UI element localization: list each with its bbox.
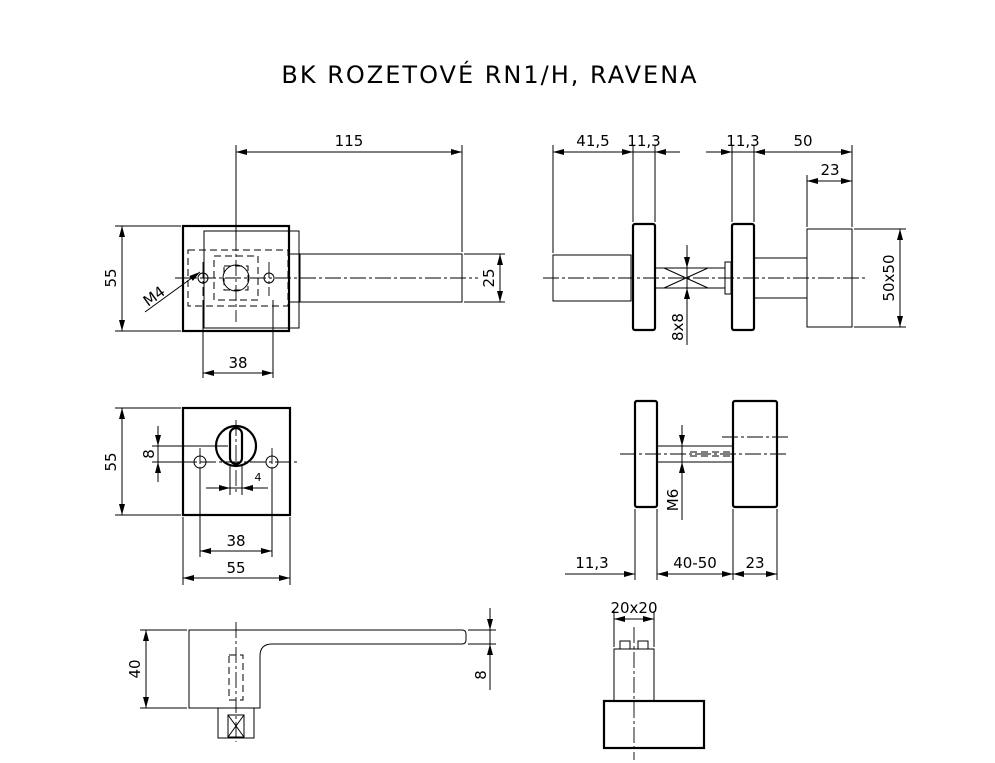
- dim-50: 50: [793, 132, 812, 150]
- dim-23-top: 23: [820, 161, 839, 179]
- dim-40: 40: [126, 659, 144, 678]
- lever-profile: [188, 629, 467, 709]
- front-view: 55 8 4 38 55: [102, 406, 298, 585]
- dim-55-front-v: 55: [102, 452, 120, 471]
- top-view: M4 115 55 25 38: [102, 132, 505, 378]
- dim-20x20: 20x20: [610, 599, 657, 617]
- dim-11-3-a: 11,3: [627, 132, 660, 150]
- dim-11-3-b: 11,3: [726, 132, 759, 150]
- dim-50x50: 50x50: [880, 254, 898, 301]
- dim-25: 25: [480, 268, 498, 287]
- dim-8-lever: 8: [472, 670, 490, 680]
- spindle-detail-view: 20x20: [602, 599, 706, 760]
- dim-11-3-sec: 11,3: [575, 554, 608, 572]
- dim-38-top: 38: [228, 354, 247, 372]
- thread-label: M4: [140, 282, 169, 310]
- dim-4: 4: [255, 471, 262, 484]
- dim-23-sec: 23: [745, 554, 764, 572]
- dim-55-top: 55: [102, 268, 120, 287]
- dim-8-front: 8: [140, 449, 158, 459]
- dim-m6: M6: [664, 489, 682, 512]
- dim-8x8: 8x8: [669, 313, 687, 341]
- dim-40-50: 40-50: [673, 554, 717, 572]
- dim-41-5: 41,5: [576, 132, 609, 150]
- section-view: M6 11,3 40-50 23: [565, 399, 788, 580]
- dim-38-front: 38: [226, 532, 245, 550]
- rose-square: [181, 406, 292, 517]
- lever-side-view: 40 8: [126, 608, 496, 742]
- dim-115: 115: [335, 132, 364, 150]
- side-view: 41,5 11,3 11,3 50 23 50x50 8x8: [543, 132, 906, 345]
- drawing-title: BK ROZETOVÉ RN1/H, RAVENA: [281, 60, 698, 89]
- dim-55-front-h: 55: [226, 559, 245, 577]
